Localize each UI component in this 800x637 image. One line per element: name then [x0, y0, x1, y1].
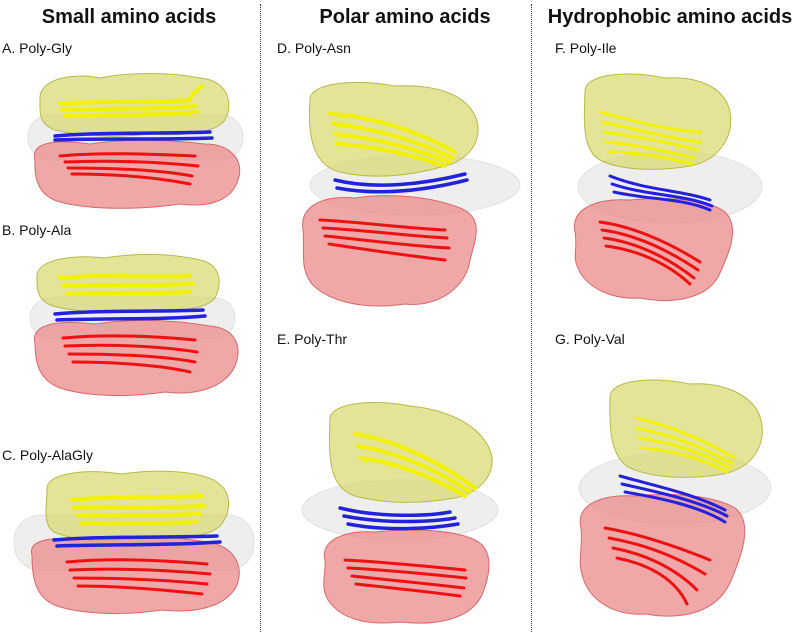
bottom-surface	[34, 319, 239, 396]
middle-strands	[333, 172, 469, 194]
top-sheet-strands	[58, 84, 204, 118]
top-sheet-strands	[598, 110, 702, 166]
top-surface	[308, 81, 479, 177]
panel-label-poly-gly: A. Poly-Gly	[2, 40, 73, 56]
bottom-sheet-strands	[61, 334, 199, 374]
column-title-hydrophobic: Hydrophobic amino acids	[547, 6, 793, 28]
bottom-surface	[302, 195, 477, 307]
top-sheet-strands	[633, 416, 737, 474]
panel-label-poly-ala: B. Poly-Ala	[2, 222, 72, 238]
bottom-surface	[34, 139, 241, 209]
structure-poly-asn	[295, 80, 525, 315]
bottom-sheet-strands	[65, 558, 212, 596]
bottom-sheet-strands	[58, 152, 200, 186]
panel-label-poly-val: G. Poly-Val	[555, 331, 625, 347]
top-surface	[583, 73, 732, 170]
middle-strands	[618, 474, 729, 524]
panel-label-poly-alagly: C. Poly-AlaGly	[2, 447, 94, 463]
middle-strands	[338, 506, 460, 531]
column-divider-left	[260, 4, 261, 632]
column-title-polar: Polar amino acids	[319, 6, 491, 28]
structure-poly-gly	[20, 60, 250, 220]
top-surface	[39, 73, 230, 137]
panel-label-poly-thr: E. Poly-Thr	[277, 331, 348, 347]
bottom-sheet-strands	[318, 218, 451, 262]
top-surface	[609, 379, 763, 478]
bottom-surface	[574, 198, 734, 301]
structure-poly-val	[575, 378, 790, 628]
middle-strands	[608, 174, 714, 212]
top-sheet-strands	[328, 112, 457, 168]
column-divider-right	[531, 4, 532, 632]
structure-poly-thr	[300, 400, 525, 630]
top-sheet-strands	[58, 274, 195, 296]
middle-strands	[53, 308, 207, 322]
panel-label-poly-ile: F. Poly-Ile	[555, 40, 617, 56]
structure-poly-alagly	[12, 470, 257, 630]
bottom-sheet-strands	[598, 220, 702, 286]
top-sheet-strands	[70, 494, 206, 526]
top-sheet-strands	[353, 432, 477, 498]
bottom-sheet-strands	[343, 558, 468, 598]
bottom-surface	[579, 494, 746, 617]
column-title-small: Small amino acids	[41, 6, 217, 28]
structure-poly-ala	[25, 248, 250, 408]
structure-poly-ile	[570, 72, 770, 312]
bottom-surface	[323, 529, 490, 624]
middle-strands	[52, 534, 222, 548]
bottom-sheet-strands	[603, 526, 712, 606]
panel-label-poly-asn: D. Poly-Asn	[277, 40, 351, 56]
middle-strands	[53, 130, 214, 142]
